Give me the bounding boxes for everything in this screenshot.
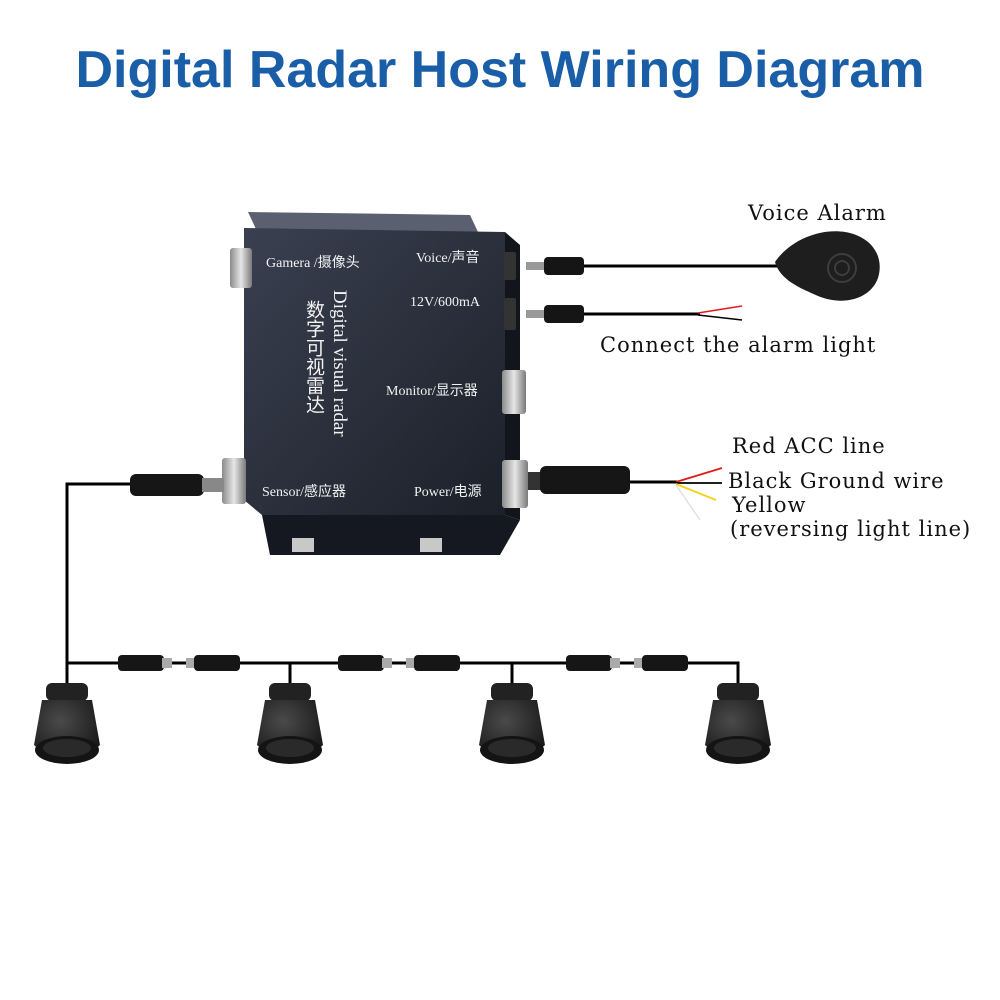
camera-port-label: Gamera /摄像头 <box>266 256 360 271</box>
product-name-en: Digital visual radar <box>329 290 350 437</box>
alarm-light-label: Connect the alarm light <box>600 333 877 357</box>
radar-host-box <box>244 212 520 555</box>
monitor-port <box>502 370 526 414</box>
yellow-label: Yellow <box>732 493 807 517</box>
product-name-cn: 数字可视雷达 <box>303 300 324 414</box>
black-ground-label: Black Ground wire <box>728 469 945 493</box>
power-cable <box>528 466 723 521</box>
power-port <box>502 460 528 508</box>
parking-sensor-2 <box>257 683 323 764</box>
alarm-light-cable <box>526 305 743 323</box>
voice-jack-cable <box>526 257 790 275</box>
camera-port <box>230 248 252 288</box>
page-title: Digital Radar Host Wiring Diagram <box>75 41 925 99</box>
sensor-port <box>222 458 246 504</box>
inline-connector <box>566 655 688 671</box>
power-port-label: Power/电源 <box>414 485 482 500</box>
red-acc-label: Red ACC line <box>732 434 886 458</box>
parking-sensor-3 <box>479 683 545 764</box>
voice-port <box>504 252 516 330</box>
voice-alarm-speaker <box>775 231 880 301</box>
voice-alarm-label: Voice Alarm <box>748 201 887 225</box>
inline-connector <box>338 655 460 671</box>
inline-connector <box>118 655 240 671</box>
parking-sensor-1 <box>34 683 100 764</box>
monitor-port-label: Monitor/显示器 <box>386 384 478 399</box>
power-rating-label: 12V/600mA <box>410 295 480 310</box>
sensor-port-label: Sensor/感应器 <box>262 485 346 500</box>
voice-port-label: Voice/声音 <box>416 251 480 266</box>
reversing-label: (reversing light line) <box>730 517 972 541</box>
sensor-main-cable <box>65 474 224 663</box>
parking-sensor-4 <box>705 683 771 764</box>
